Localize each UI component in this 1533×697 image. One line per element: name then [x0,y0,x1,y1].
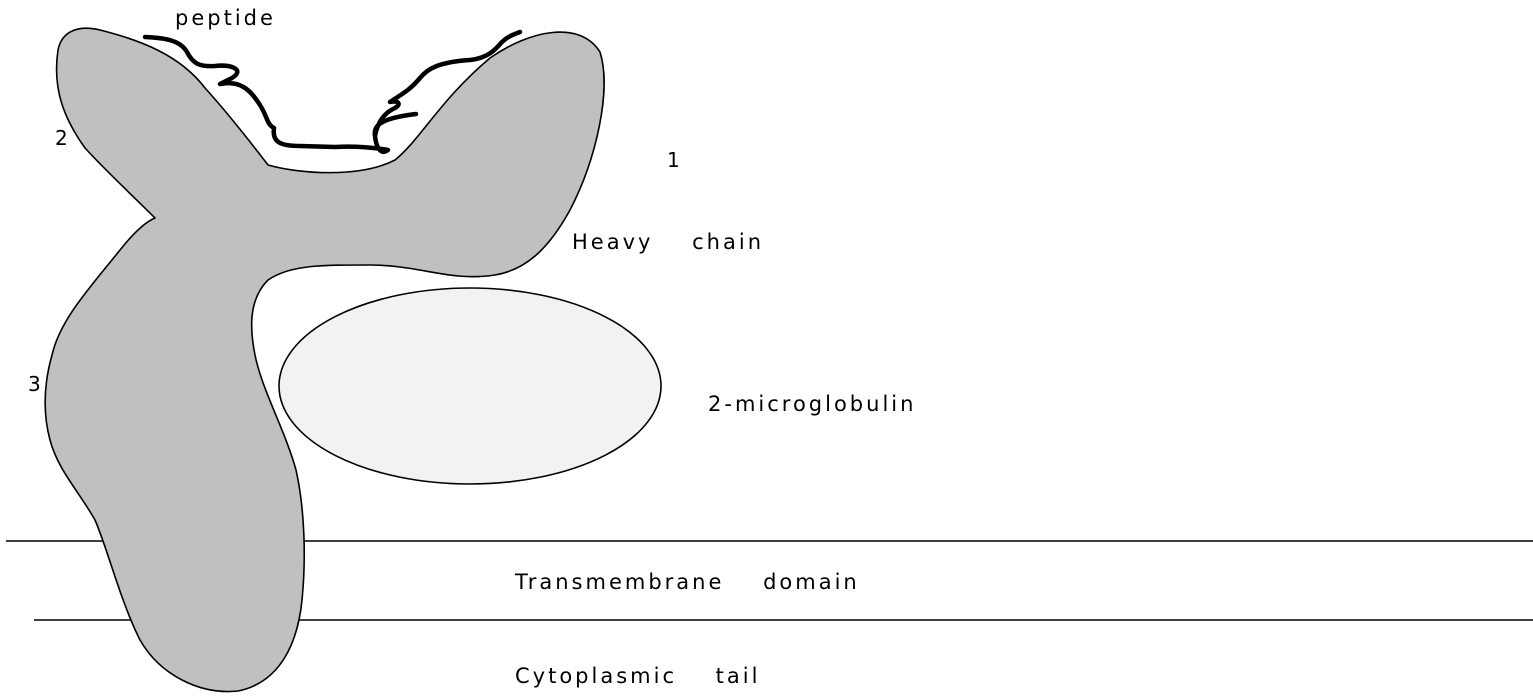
domain-2-label: 2 [55,128,68,148]
domain-1-label: 1 [667,150,680,170]
heavy-chain-label: Heavy chain [572,232,764,253]
transmembrane-label: Transmembrane domain [515,572,860,593]
domain-3-label: 3 [28,374,41,394]
microglobulin-label: 2-microglobulin [708,394,916,415]
microglobulin-shape [279,288,661,484]
cytoplasmic-label: Cytoplasmic tail [515,666,760,687]
peptide-label: peptide [175,8,276,29]
